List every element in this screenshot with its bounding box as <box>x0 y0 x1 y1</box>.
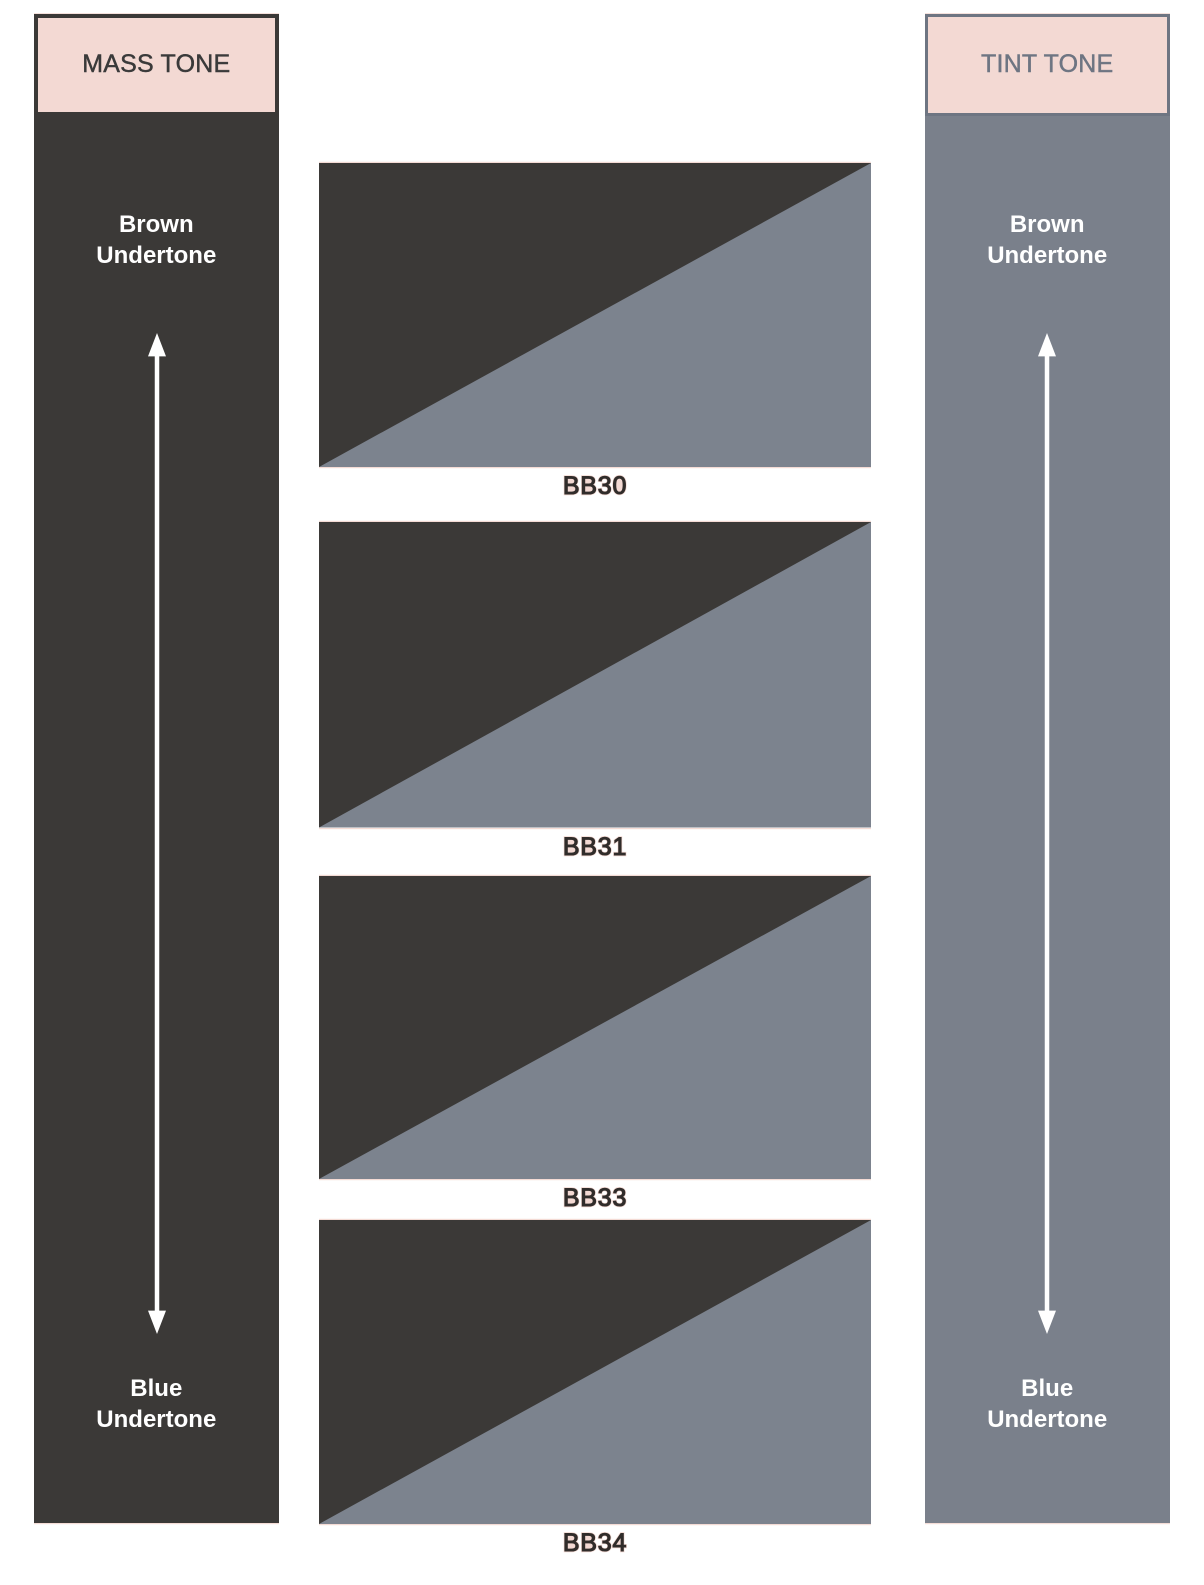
svg-text:BB30: BB30 <box>563 472 627 500</box>
svg-text:BB33: BB33 <box>563 1184 627 1212</box>
svg-text:BB34: BB34 <box>563 1529 627 1557</box>
svg-text:BB33: BB33 <box>563 1184 627 1212</box>
svg-text:BB31: BB31 <box>563 833 627 861</box>
svg-text:BB30: BB30 <box>563 472 627 500</box>
svg-text:BB31: BB31 <box>563 833 627 861</box>
svg-text:BB34: BB34 <box>563 1529 627 1557</box>
